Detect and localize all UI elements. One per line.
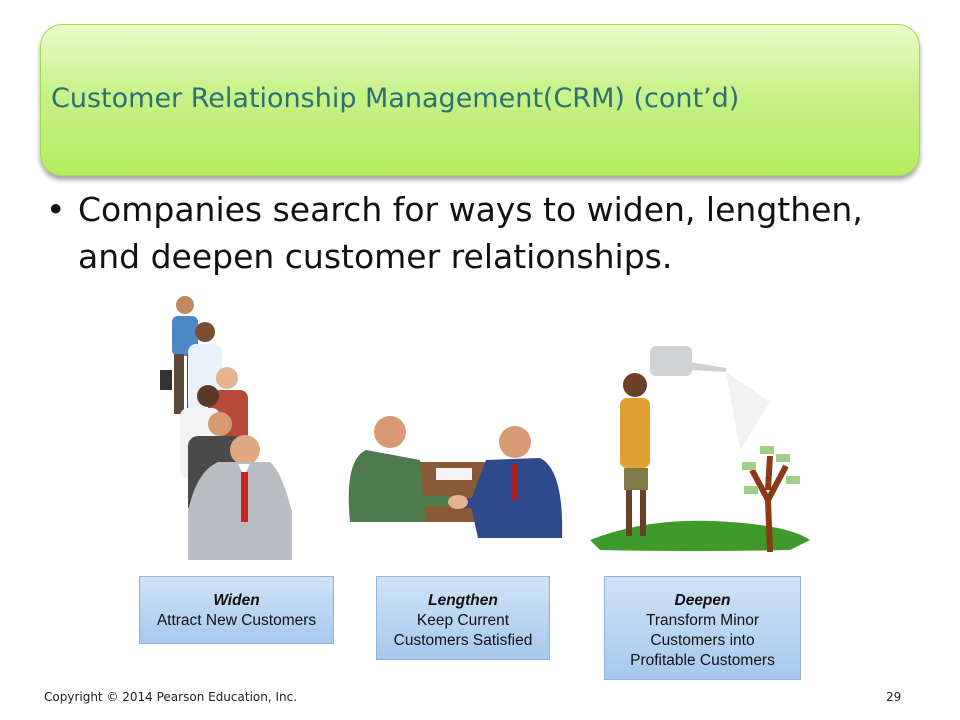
slide-title: Customer Relationship Management(CRM) (c… bbox=[51, 83, 740, 114]
widen-card: Widen Attract New Customers bbox=[139, 576, 334, 644]
bullet-point: • Companies search for ways to widen, le… bbox=[46, 186, 926, 280]
lengthen-handshake-illustration bbox=[348, 416, 563, 538]
copyright-notice: Copyright © 2014 Pearson Education, Inc. bbox=[44, 690, 298, 704]
lengthen-card-line-2: Customers Satisfied bbox=[393, 632, 533, 649]
page-number: 29 bbox=[886, 690, 902, 704]
slide-title-box: Customer Relationship Management(CRM) (c… bbox=[40, 24, 920, 176]
lengthen-card-title: Lengthen bbox=[428, 592, 498, 609]
deepen-card-line-2: Customers into bbox=[650, 632, 755, 649]
deepen-card: Deepen Transform Minor Customers into Pr… bbox=[604, 576, 801, 680]
deepen-card-line-3: Profitable Customers bbox=[630, 652, 775, 669]
bullet-text-line-1: Companies search for ways to widen, leng… bbox=[78, 190, 863, 229]
lengthen-card: Lengthen Keep Current Customers Satisfie… bbox=[376, 576, 550, 660]
bullet-text-line-2: and deepen customer relationships. bbox=[78, 237, 673, 276]
widen-card-title: Widen bbox=[213, 592, 260, 609]
lengthen-card-line-1: Keep Current bbox=[416, 612, 510, 629]
widen-card-line-1: Attract New Customers bbox=[156, 612, 317, 629]
bullet-symbol: • bbox=[46, 190, 66, 229]
deepen-card-title: Deepen bbox=[674, 592, 731, 609]
deepen-card-line-1: Transform Minor bbox=[645, 612, 760, 629]
widen-people-illustration bbox=[160, 296, 292, 560]
crm-illustration bbox=[160, 296, 810, 560]
deepen-watering-illustration bbox=[590, 346, 810, 553]
